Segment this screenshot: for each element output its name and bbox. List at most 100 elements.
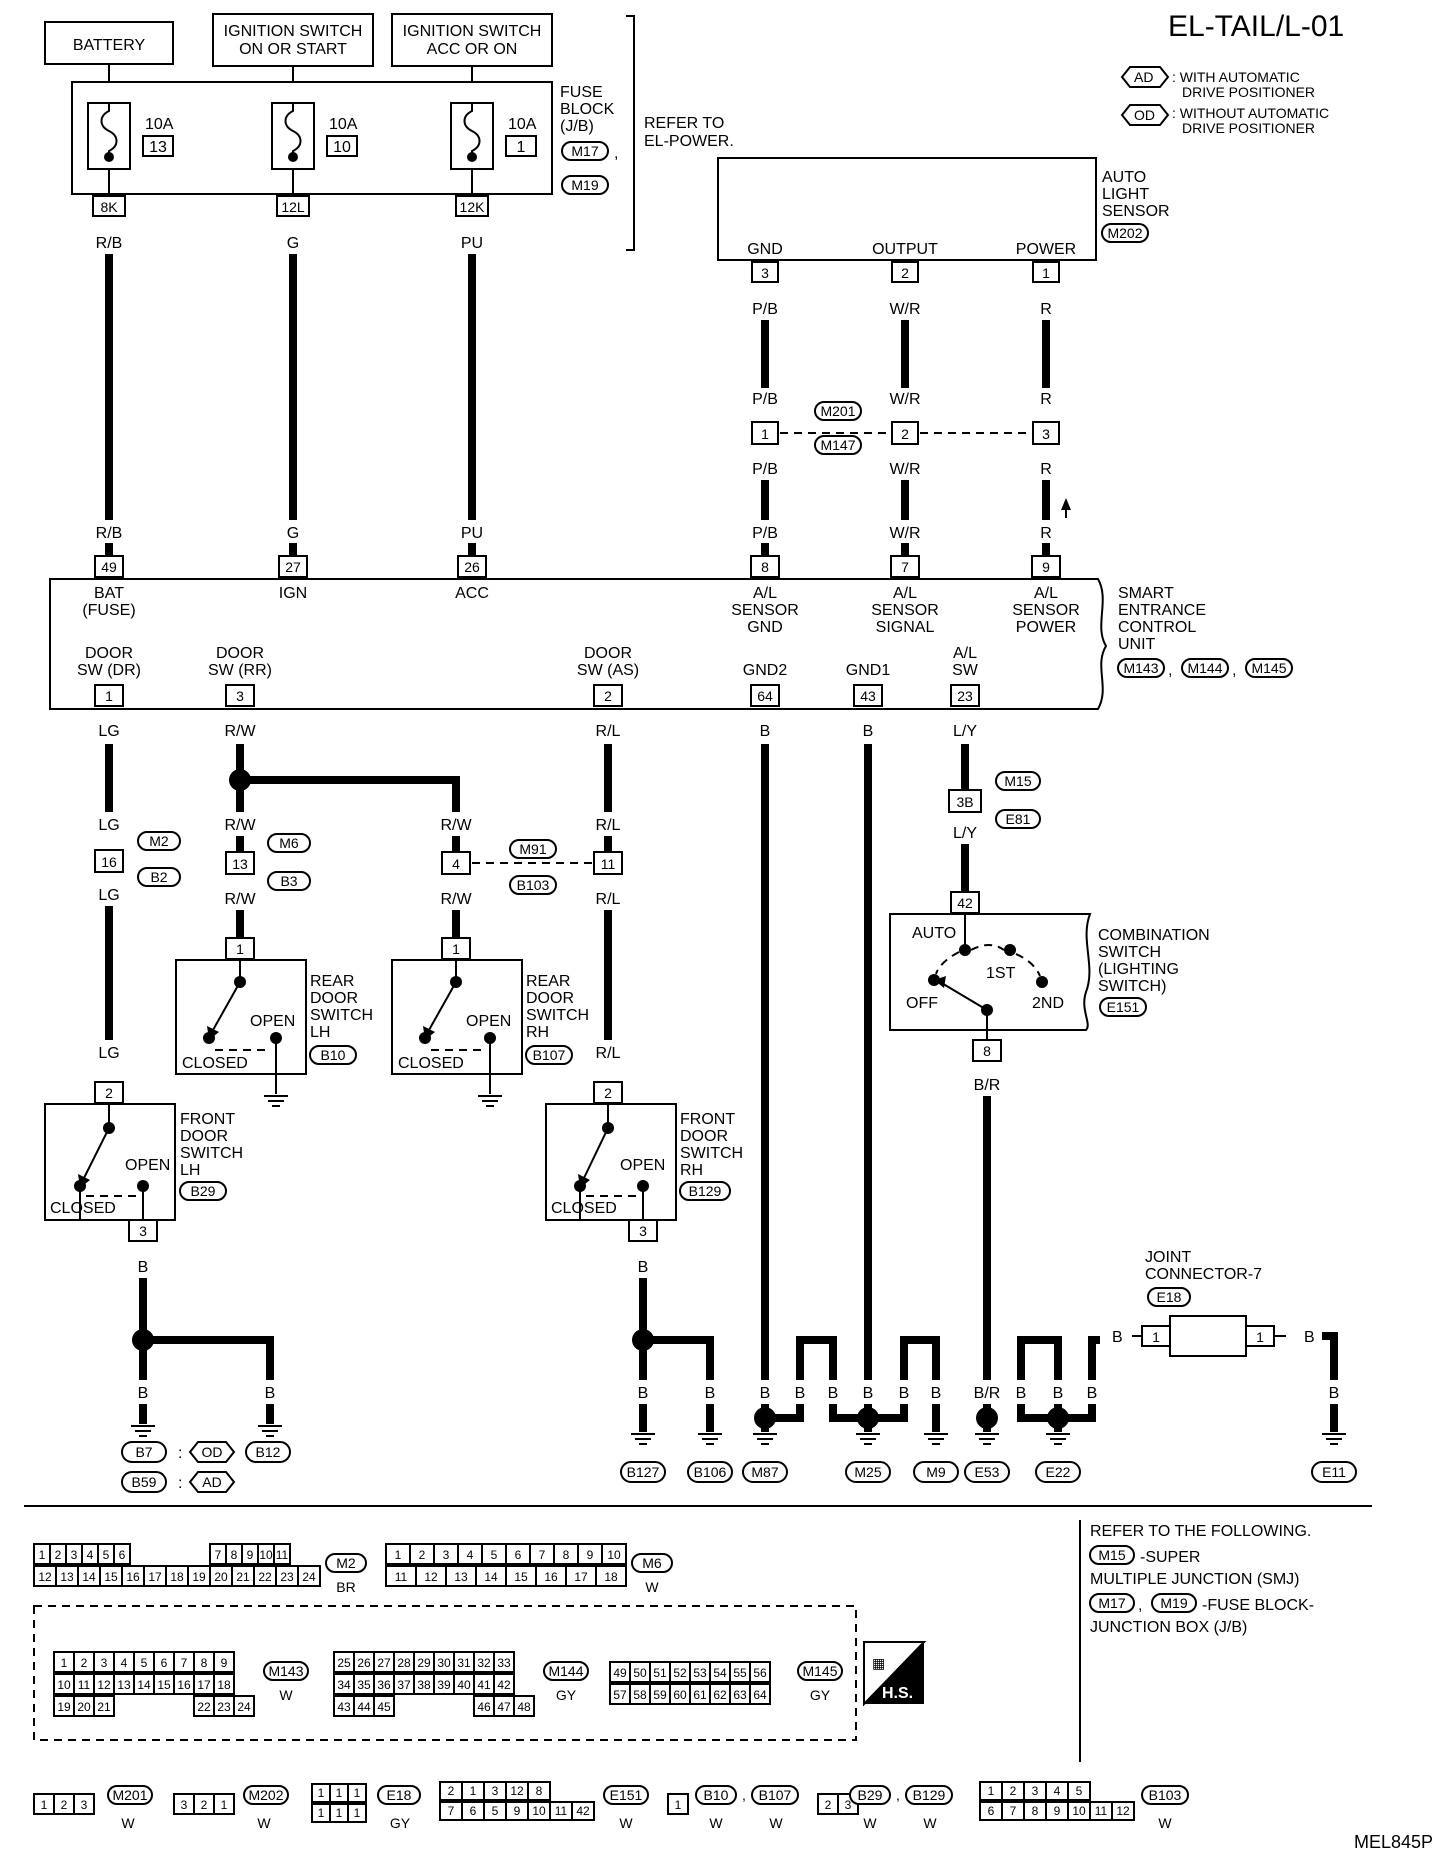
smart-entrance-control-unit: BAT (FUSE) IGN ACC A/L SENSOR GND A/L SE… bbox=[49, 578, 1293, 710]
connector-pin: 12L bbox=[281, 199, 305, 215]
wire-color: B bbox=[1329, 1385, 1340, 1402]
svg-text:SW (DR): SW (DR) bbox=[77, 662, 141, 679]
pin-number: 60 bbox=[673, 1688, 687, 1702]
svg-text:FUSE: FUSE bbox=[560, 84, 603, 101]
pin-number: 9 bbox=[221, 1656, 228, 1670]
pin-number: 6 bbox=[161, 1656, 168, 1670]
pin-cell bbox=[601, 1543, 627, 1565]
pin-number: 44 bbox=[357, 1700, 371, 1714]
connector-pin: 23 bbox=[957, 688, 973, 704]
connector-pin: 1 bbox=[1042, 265, 1050, 281]
pin-number: 28 bbox=[397, 1656, 411, 1670]
legend-text: DRIVE POSITIONER bbox=[1182, 84, 1315, 100]
svg-text:IGN: IGN bbox=[279, 585, 307, 602]
pin-number: 48 bbox=[517, 1700, 531, 1714]
pin-number: 46 bbox=[477, 1700, 491, 1714]
svg-text:A/L: A/L bbox=[953, 645, 977, 662]
svg-text:BLOCK: BLOCK bbox=[560, 101, 615, 118]
pin-number: 1 bbox=[988, 1784, 995, 1798]
pin-name: POWER bbox=[1016, 241, 1076, 258]
pin-number: 58 bbox=[633, 1688, 647, 1702]
pin-cell bbox=[493, 1673, 515, 1695]
pin-number: 1 bbox=[39, 1548, 46, 1562]
ground-ref: B127 bbox=[627, 1464, 660, 1480]
wire-color: B bbox=[1304, 1329, 1315, 1346]
pin-number: 14 bbox=[484, 1570, 498, 1584]
wire-color: R bbox=[1040, 301, 1052, 318]
wire-color: B bbox=[760, 1385, 771, 1402]
connector-ref: B129 bbox=[689, 1183, 722, 1199]
fuse-number: 1 bbox=[517, 139, 526, 156]
pin-name: OUTPUT bbox=[872, 241, 938, 258]
pin-number: 12 bbox=[97, 1678, 111, 1692]
svg-text:DOOR: DOOR bbox=[216, 645, 264, 662]
pin-number: 56 bbox=[753, 1666, 767, 1680]
combination-switch: AUTO 1ST 2ND OFF COMBINATION SWITCH (LIG… bbox=[889, 913, 1210, 1380]
wire-color: PU bbox=[461, 525, 483, 542]
connector-ref-oval bbox=[543, 1661, 589, 1681]
connector-pin: 3B bbox=[956, 794, 973, 810]
wire-color: R/W bbox=[224, 817, 256, 834]
connector-pin: 27 bbox=[285, 559, 301, 575]
svg-text:CLOSED: CLOSED bbox=[398, 1055, 464, 1072]
ground-icon bbox=[923, 1433, 949, 1445]
connector-pin: 43 bbox=[860, 688, 876, 704]
connector-ref-oval bbox=[631, 1553, 673, 1573]
pin-cell bbox=[1111, 1801, 1135, 1821]
wire-color: B bbox=[705, 1385, 716, 1402]
wire-color: B bbox=[1087, 1385, 1098, 1402]
ground-ref: B106 bbox=[694, 1464, 727, 1480]
pin-number: 20 bbox=[214, 1570, 228, 1584]
connector-ref: B10 bbox=[704, 1787, 729, 1803]
wire-color: B bbox=[931, 1385, 942, 1402]
connector-ref: B107 bbox=[759, 1787, 792, 1803]
pin-number: 10 bbox=[1072, 1804, 1086, 1818]
pin-number: 35 bbox=[357, 1678, 371, 1692]
pin-cell bbox=[113, 1543, 131, 1565]
svg-text:SWITCH: SWITCH bbox=[310, 1007, 373, 1024]
ground-ref: B59 bbox=[132, 1474, 157, 1490]
svg-text:ON OR START: ON OR START bbox=[239, 41, 347, 58]
pin-number: 15 bbox=[157, 1678, 171, 1692]
connector-pin: 1 bbox=[761, 426, 769, 442]
svg-text:ACC OR ON: ACC OR ON bbox=[427, 41, 518, 58]
pin-number: 52 bbox=[673, 1666, 687, 1680]
pin-number: 13 bbox=[454, 1570, 468, 1584]
svg-text:(LIGHTING: (LIGHTING bbox=[1098, 961, 1179, 978]
svg-text:LH: LH bbox=[310, 1024, 330, 1041]
svg-text:DOOR: DOOR bbox=[310, 990, 358, 1007]
pin-number: 42 bbox=[497, 1678, 511, 1692]
wire-color: W/R bbox=[889, 461, 920, 478]
pin-number: 6 bbox=[119, 1548, 126, 1562]
svg-text:FRONT: FRONT bbox=[680, 1111, 735, 1128]
svg-text:DOOR: DOOR bbox=[584, 645, 632, 662]
connector-pin: 3 bbox=[639, 1223, 647, 1239]
wire-color: B bbox=[1053, 1385, 1064, 1402]
pin-number: 36 bbox=[377, 1678, 391, 1692]
connector-pin: 26 bbox=[464, 559, 480, 575]
pin-cell bbox=[667, 1793, 689, 1815]
connector-ref-oval bbox=[849, 1785, 891, 1805]
arrow-icon bbox=[1061, 498, 1071, 510]
wire-color: B bbox=[138, 1385, 149, 1402]
connector-ref: M144 bbox=[1187, 660, 1222, 676]
pin-number: 15 bbox=[514, 1570, 528, 1584]
connector-pin: 2 bbox=[604, 1085, 612, 1101]
auto-light-sensor: AUTO LIGHT SENSOR M202 GND OUTPUT POWER … bbox=[717, 157, 1170, 520]
wire-color: R bbox=[1040, 525, 1052, 542]
connector-ref: E151 bbox=[1107, 999, 1140, 1015]
pin-number: 4 bbox=[121, 1656, 128, 1670]
svg-text:-FUSE BLOCK-: -FUSE BLOCK- bbox=[1202, 1597, 1314, 1614]
svg-text:GND1: GND1 bbox=[846, 662, 891, 679]
connector-ref: B107 bbox=[533, 1047, 566, 1063]
pin-number: 1 bbox=[470, 1784, 477, 1798]
wire-color: P/B bbox=[752, 461, 778, 478]
svg-text:MULTIPLE JUNCTION (SMJ): MULTIPLE JUNCTION (SMJ) bbox=[1090, 1571, 1299, 1588]
svg-text:,: , bbox=[614, 145, 618, 162]
pin-number: 51 bbox=[653, 1666, 667, 1680]
connector-ref-oval bbox=[905, 1785, 953, 1805]
svg-text:SWITCH: SWITCH bbox=[680, 1145, 743, 1162]
pin-number: 2 bbox=[61, 1798, 68, 1812]
ground-icon bbox=[630, 1433, 656, 1445]
